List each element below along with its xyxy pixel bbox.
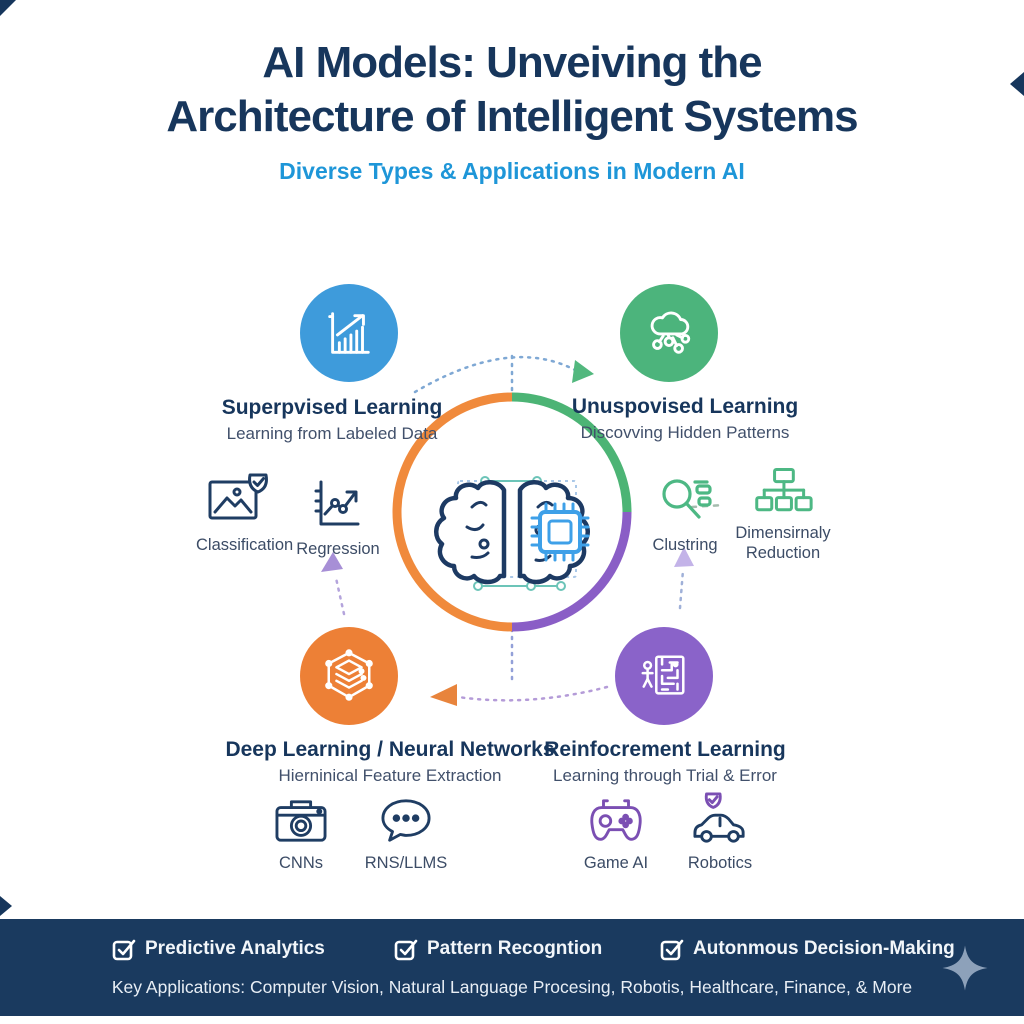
chip-icon <box>530 502 590 562</box>
footer-check-pattern-recognition: Pattern Recogntion <box>394 937 602 961</box>
camera-icon <box>275 800 327 842</box>
corner-accent-top-left <box>0 0 16 16</box>
sub-item-label: Game AI <box>583 854 649 872</box>
key-applications-text: Key Applications: Computer Vision, Natur… <box>111 977 913 997</box>
reinforcement-learning-node <box>615 627 713 725</box>
deep-learning-node <box>300 627 398 725</box>
checkbox-icon <box>394 939 418 961</box>
unsupervised-learning-node <box>620 284 718 382</box>
speech-bubble-icon <box>381 799 431 842</box>
sub-item-classification: Classification <box>196 472 294 555</box>
sub-item-cnns: CNNs <box>258 796 344 873</box>
footer-check-autonomous-decision-making: Autonmous Decision-Making <box>660 937 955 961</box>
gamepad-icon <box>590 799 642 841</box>
page-title-line2: Architecture of Intelligent Systems <box>166 92 858 141</box>
image-check-icon <box>208 473 268 520</box>
cloud-cluster-icon <box>650 311 691 354</box>
footer-bar: Predictive Analytics Pattern Recogntion … <box>0 919 1024 1016</box>
sub-item-label: Classification <box>196 536 294 554</box>
sub-item-robotics: Robotics <box>676 792 764 873</box>
sub-item-label: Robotics <box>687 854 753 872</box>
footer-check-predictive-analytics: Predictive Analytics <box>112 937 325 961</box>
hierarchy-tree-icon <box>755 467 813 512</box>
unsupervised-subtitle: Discovving Hidden Patterns <box>580 423 790 442</box>
page-subtitle: Diverse Types & Applications in Modern A… <box>279 158 745 184</box>
sub-item-rns-llms: RNS/LLMS <box>360 796 452 873</box>
edge-accent-left <box>0 896 12 916</box>
deep-learning-title: Deep Learning / Neural Networks <box>225 738 555 761</box>
footer-check-label: Pattern Recogntion <box>427 938 603 959</box>
magnifier-list-icon <box>662 479 712 519</box>
sub-item-clustering: Clustring <box>642 472 728 555</box>
sparkle-icon <box>942 945 988 991</box>
supervised-subtitle: Learning from Labeled Data <box>226 424 438 443</box>
sub-item-label: Clustring <box>652 536 718 554</box>
supervised-learning-node <box>300 284 398 382</box>
bar-chart-growth-icon <box>328 312 370 354</box>
trend-chart-icon <box>314 480 360 526</box>
robot-maze-icon <box>641 655 685 695</box>
checkbox-icon <box>112 939 136 961</box>
central-ring <box>392 392 632 632</box>
footer-check-label: Autonmous Decision-Making <box>693 938 955 959</box>
sub-item-dimensionality-reduction: Dimensirnaly Reduction <box>726 466 840 563</box>
sub-item-label: CNNs <box>279 854 323 872</box>
supervised-title: Superpvised Learning <box>221 396 443 419</box>
layered-network-icon <box>325 649 373 701</box>
checkbox-icon <box>660 939 684 961</box>
edge-accent-right <box>1010 72 1024 96</box>
unsupervised-title: Unuspovised Learning <box>571 395 799 418</box>
sub-item-label: Dimensirnaly Reduction <box>735 524 831 562</box>
sub-item-label: Regression <box>296 540 380 558</box>
reinforcement-title: Reinfocrement Learning <box>544 738 786 761</box>
page-title-line1: AI Models: Unveiving the <box>262 38 762 87</box>
reinforcement-subtitle: Learning through Trial & Error <box>553 766 777 785</box>
car-shield-icon <box>693 792 745 843</box>
deep-learning-subtitle: Hierninical Feature Extraction <box>278 766 502 785</box>
sub-item-label: RNS/LLMS <box>364 854 448 872</box>
sub-item-regression: Regression <box>296 476 380 559</box>
footer-check-label: Predictive Analytics <box>145 938 325 959</box>
sub-item-game-ai: Game AI <box>572 796 660 873</box>
